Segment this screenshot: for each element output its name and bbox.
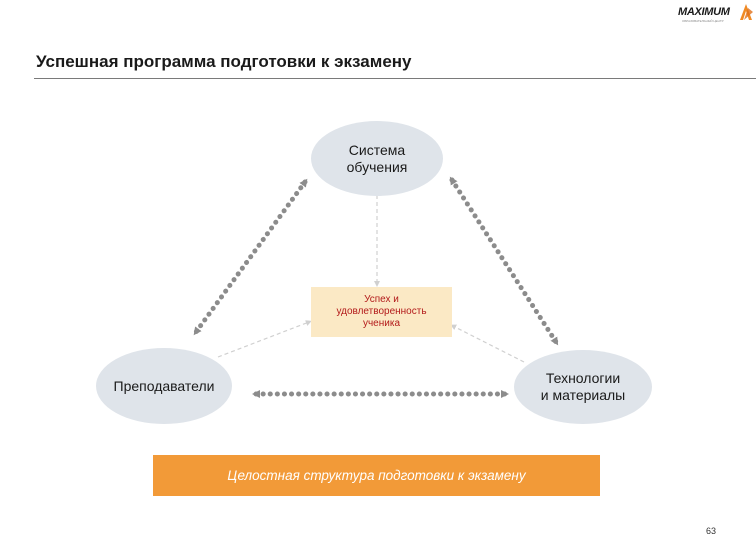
- arrow-top-left: [193, 178, 308, 336]
- logo-subtext: ОБРАЗОВАТЕЛЬНЫЙ ЦЕНТР: [682, 19, 724, 23]
- connector-right-center: [450, 324, 525, 363]
- center-outcome-label: Успех и удовлетворенность ученика: [336, 294, 427, 329]
- summary-banner-label: Целостная структура подготовки к экзамен…: [227, 468, 526, 483]
- node-teachers-label: Преподаватели: [113, 377, 215, 394]
- center-outcome-box: Успех и удовлетворенность ученика: [311, 287, 452, 337]
- page-title: Успешная программа подготовки к экзамену: [36, 52, 412, 71]
- node-technologies: Технологии и материалы: [514, 350, 652, 424]
- connector-left-center: [217, 320, 312, 358]
- logo-mark-icon: [740, 4, 753, 20]
- brand-logo: MAXIMUM ОБРАЗОВАТЕЛЬНЫЙ ЦЕНТР: [678, 2, 754, 28]
- node-teachers: Преподаватели: [96, 348, 232, 424]
- logo-wordmark: MAXIMUM: [678, 6, 730, 18]
- node-learning-system: Система обучения: [311, 121, 443, 196]
- arrow-top-right: [449, 176, 559, 346]
- title-divider: [34, 78, 756, 79]
- page-number: 63: [706, 526, 717, 536]
- node-technologies-label: Технологии и материалы: [540, 370, 626, 403]
- summary-banner: Целостная структура подготовки к экзамен…: [153, 455, 600, 496]
- node-learning-system-label: Система обучения: [346, 141, 408, 175]
